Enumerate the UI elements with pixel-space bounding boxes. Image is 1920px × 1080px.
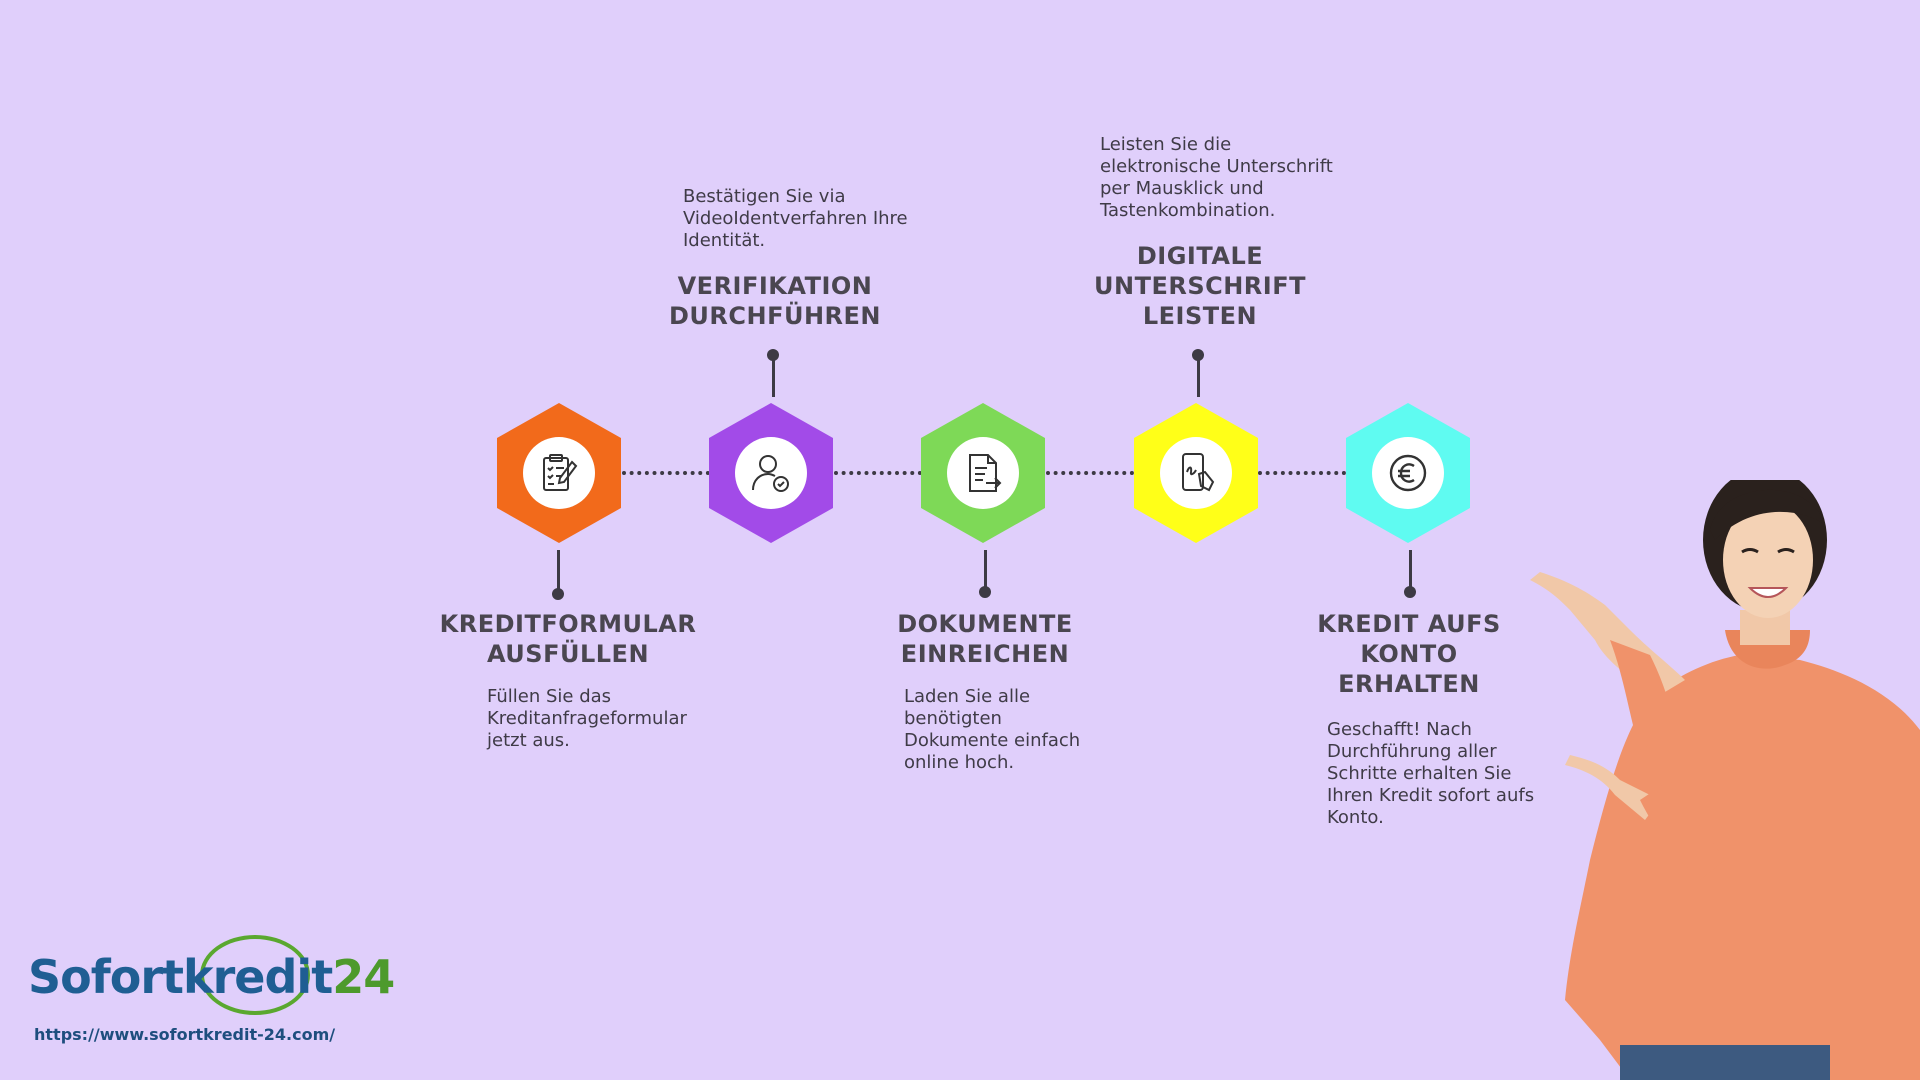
step-5-description: Geschafft! Nach Durchführung aller Schri… — [1327, 719, 1535, 828]
step-1-stem — [556, 550, 560, 594]
step-2-stem-dot — [767, 349, 779, 361]
pointing-woman-image — [1530, 480, 1920, 1080]
document-upload-icon — [969, 454, 1002, 492]
phone-signature-icon — [1182, 453, 1215, 492]
step-4-icon-circle — [1160, 437, 1232, 509]
step-1-description: Füllen Sie das Kreditanfrageformular jet… — [487, 686, 687, 751]
logo-text-main: Sofortkredit — [28, 950, 333, 1004]
brand-url[interactable]: https://www.sofortkredit-24.com/ — [34, 1025, 336, 1044]
step-3-icon-circle — [947, 437, 1019, 509]
step-3-stem-dot — [979, 586, 991, 598]
step-1-icon-circle — [523, 437, 595, 509]
step-5-stem — [1408, 550, 1412, 592]
logo-text-number: 24 — [332, 950, 395, 1004]
step-2-description: Bestätigen Sie via VideoIdentverfahren I… — [683, 186, 908, 251]
step-4-stem-dot — [1192, 349, 1204, 361]
clipboard-checklist-icon — [543, 454, 578, 491]
connector-2-3 — [834, 471, 922, 475]
step-2-title: VERIFIKATION DURCHFÜHREN — [668, 272, 882, 330]
euro-coin-icon — [1389, 454, 1427, 492]
step-2-icon-circle — [735, 437, 807, 509]
step-5-icon-circle — [1372, 437, 1444, 509]
step-3-stem — [983, 550, 987, 592]
step-5-stem-dot — [1404, 586, 1416, 598]
step-5-title: KREDIT AUFS KONTO ERHALTEN — [1317, 610, 1501, 698]
logo-ring — [200, 935, 310, 1015]
step-4-stem — [1196, 357, 1200, 397]
connector-4-5 — [1258, 471, 1346, 475]
step-1-stem-dot — [552, 588, 564, 600]
step-1-title: KREDITFORMULAR AUSFÜLLEN — [439, 610, 697, 668]
user-check-icon — [752, 455, 789, 492]
step-4-title: DIGITALE UNTERSCHRIFT LEISTEN — [1094, 242, 1306, 330]
step-3-title: DOKUMENTE EINREICHEN — [897, 610, 1073, 668]
brand-logo: Sofortkredit24 — [28, 950, 395, 1004]
step-3-description: Laden Sie alle benötigten Dokumente einf… — [904, 686, 1081, 773]
connector-1-2 — [622, 471, 710, 475]
connector-3-4 — [1046, 471, 1134, 475]
step-2-stem — [771, 357, 775, 397]
step-4-description: Leisten Sie die elektronische Unterschri… — [1100, 134, 1333, 221]
